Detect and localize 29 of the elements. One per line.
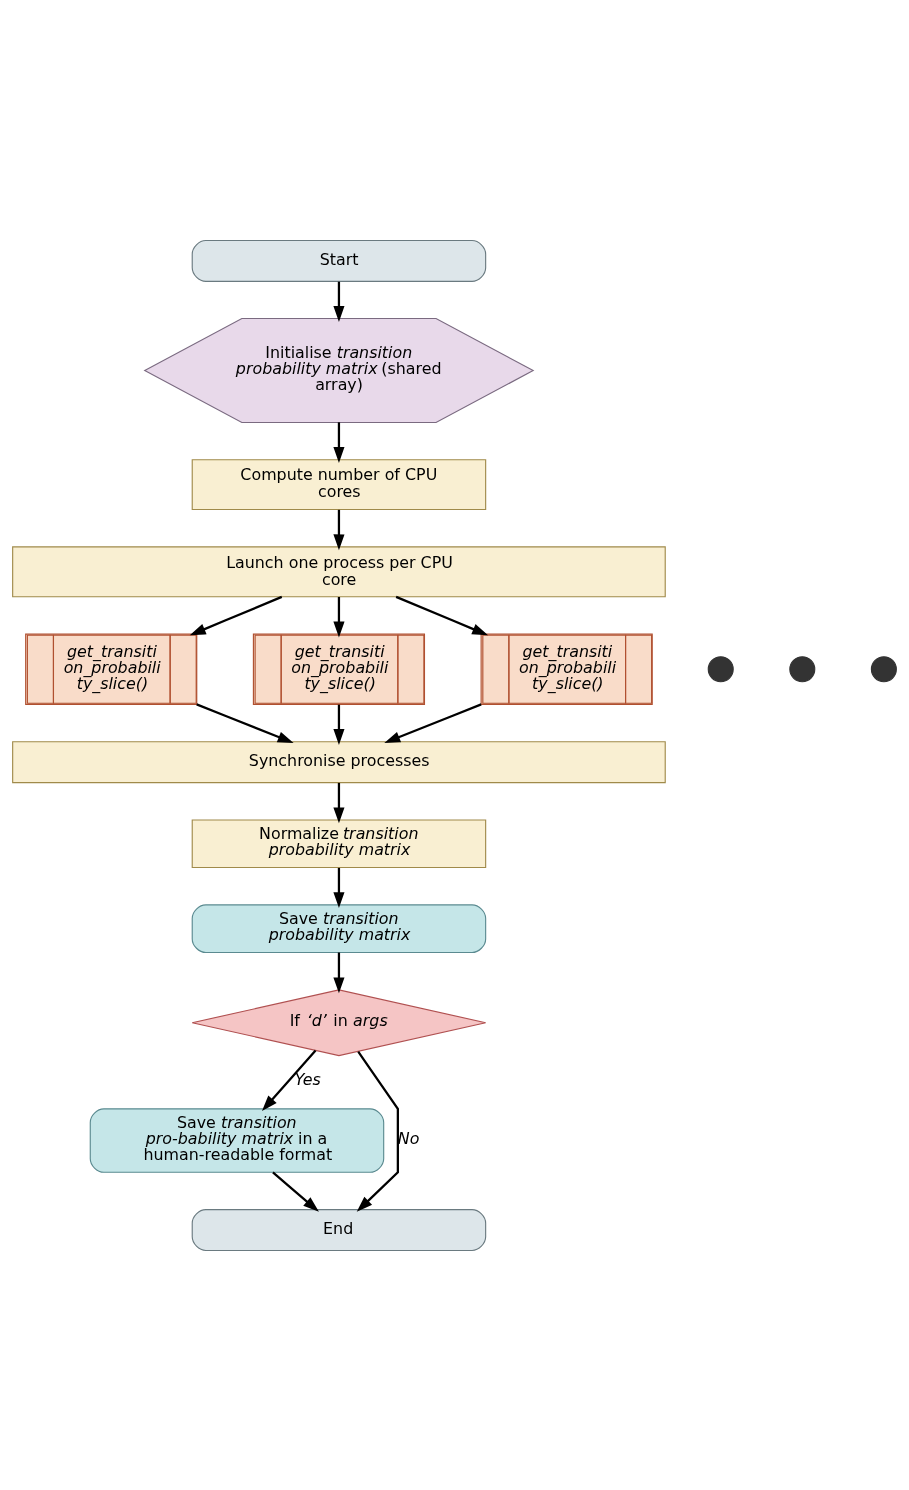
arrow bbox=[196, 702, 294, 743]
node-box: Synchronise processes bbox=[12, 740, 666, 783]
arrow bbox=[333, 596, 345, 637]
node-box: Save transition pro-bability matrix in a human-readable format bbox=[89, 1107, 385, 1173]
arrow bbox=[333, 421, 345, 463]
node-diamond: If ‘d’ in args bbox=[191, 988, 487, 1056]
arrow bbox=[333, 952, 345, 993]
arrow bbox=[333, 782, 345, 823]
node-circle bbox=[707, 655, 734, 682]
edge-label: No bbox=[397, 1128, 420, 1148]
arrow bbox=[261, 1049, 317, 1111]
arrow bbox=[333, 509, 345, 550]
node-box: Normalize transition probability matrix bbox=[191, 818, 487, 868]
node-box: Launch one process per CPU core bbox=[12, 545, 666, 597]
node-box: Compute number of CPU cores bbox=[191, 458, 487, 510]
node-box: End bbox=[191, 1208, 487, 1251]
arrow bbox=[189, 595, 283, 635]
edge-label: Yes bbox=[294, 1069, 321, 1089]
arrow bbox=[395, 595, 489, 635]
arrow bbox=[384, 702, 482, 743]
arrow bbox=[272, 1171, 319, 1212]
node-circle bbox=[870, 655, 897, 682]
node-box: Save transition probability matrix bbox=[191, 903, 487, 953]
arrow bbox=[356, 1050, 399, 1212]
node-box: Start bbox=[191, 239, 487, 282]
arrow bbox=[333, 281, 345, 322]
arrow bbox=[333, 704, 345, 745]
node-circle bbox=[789, 655, 816, 682]
arrow bbox=[333, 867, 345, 908]
